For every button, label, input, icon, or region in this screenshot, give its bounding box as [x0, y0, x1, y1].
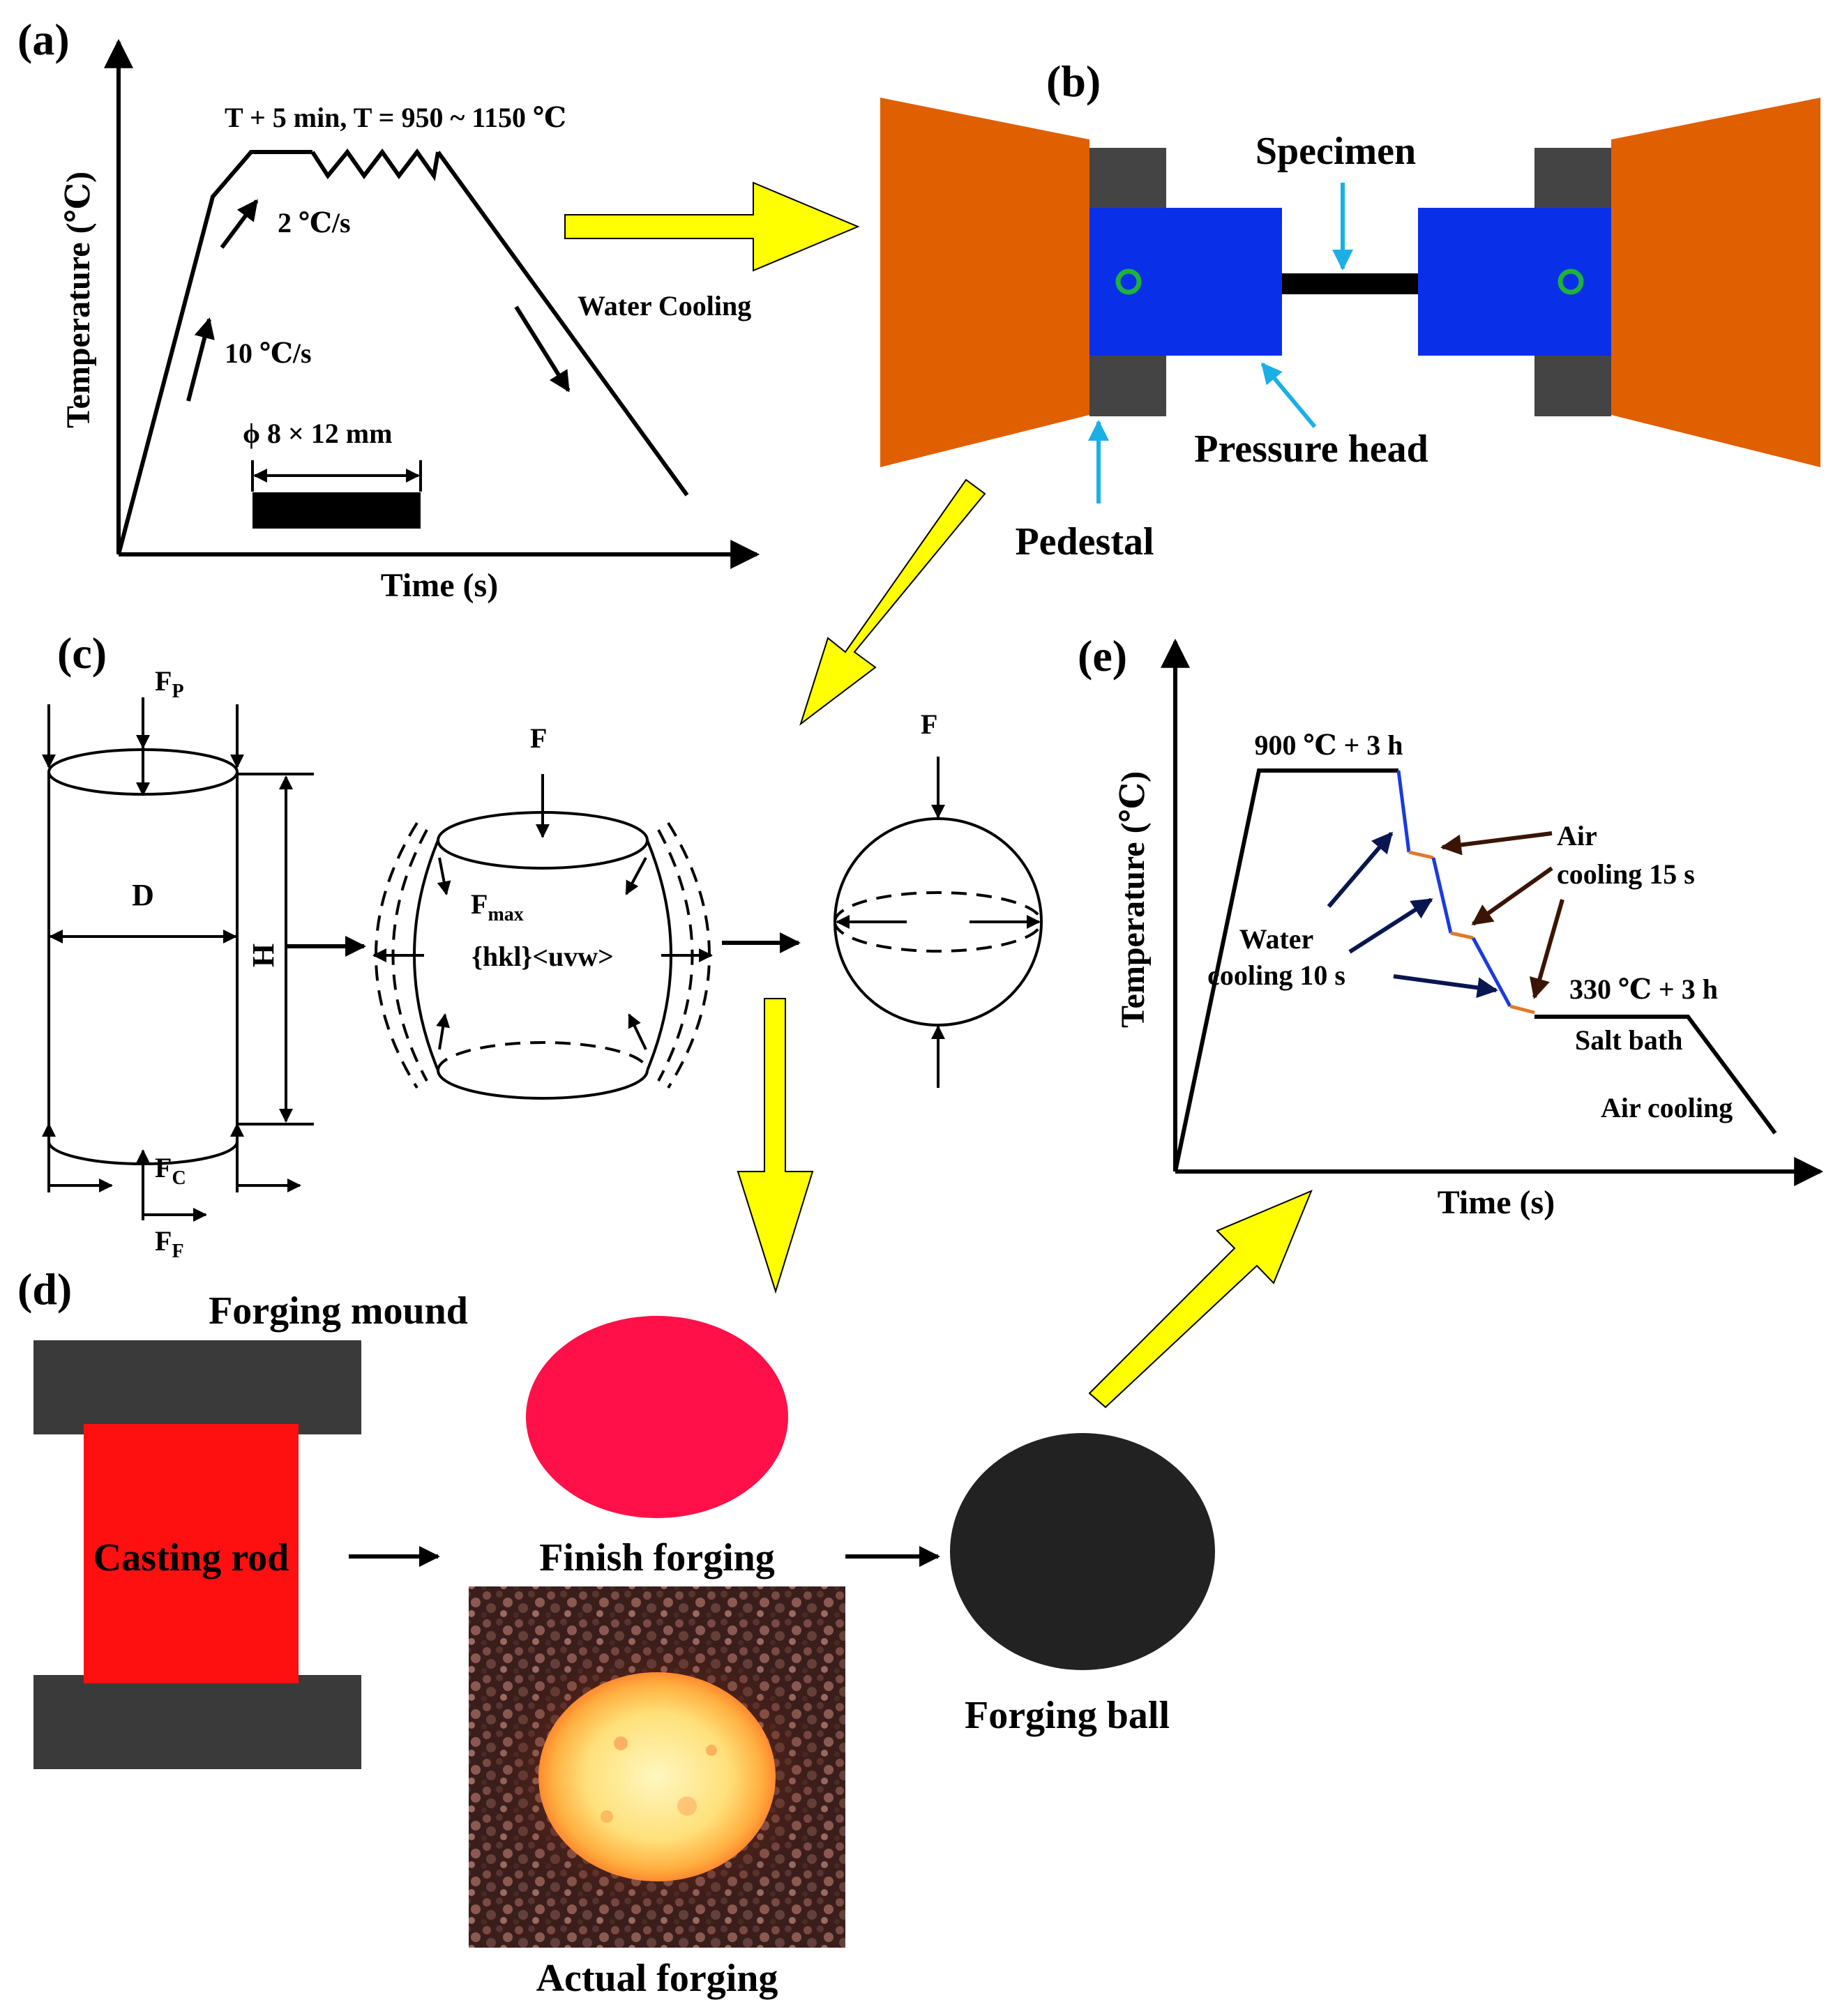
- panel-a: (a) Temperature (℃) Time (s) T + 5 min, …: [17, 15, 760, 604]
- e-air-arrow-3: [1529, 899, 1564, 999]
- e-austenitize: 900 ℃ + 3 h: [1255, 729, 1403, 761]
- a-rate1: 10 ℃/s: [225, 338, 312, 369]
- flow-arrow-a-b: [564, 181, 860, 272]
- panel-b: (b) Specimen Pressure head Pedestal: [880, 56, 1820, 563]
- a-cooling-arrow: [514, 305, 571, 393]
- e-air-step-1: [1408, 850, 1434, 860]
- a-rate1-arrow: [186, 317, 215, 402]
- b-anvil-right: [1611, 98, 1820, 467]
- panel-label-d: (d): [17, 1264, 72, 1314]
- panel-c: (c) FP D H FC FF: [42, 628, 1043, 1262]
- flow-arrow-b-c: [799, 478, 986, 726]
- panel-label-e: (e): [1078, 631, 1127, 681]
- b-anvil-left: [880, 98, 1089, 467]
- d-finish-forging-label: Finish forging: [539, 1536, 775, 1579]
- e-air-step-2: [1450, 931, 1474, 940]
- e-heat-and-hold: [1173, 768, 1398, 1172]
- c-fmax: Fmax: [471, 888, 524, 925]
- c-barrel-bottom-back: [437, 1041, 649, 1071]
- flow-arrow-c-d: [737, 998, 814, 1294]
- d-forging-ball-label: Forging ball: [965, 1694, 1170, 1737]
- c-d-label: D: [132, 878, 154, 912]
- e-air-step-3: [1509, 1004, 1535, 1015]
- e-water-arrow-1: [1327, 831, 1394, 908]
- b-pressure-head-pointer: [1260, 362, 1317, 428]
- a-cooling-curve: [436, 151, 689, 497]
- c-barrel-inner-tl: [437, 857, 451, 895]
- panel-label-c: (c): [57, 628, 107, 678]
- e-air-arrow-1: [1440, 831, 1553, 856]
- b-specimen: [1282, 273, 1418, 294]
- a-heating-curve: [116, 150, 312, 555]
- a-specimen-size: ϕ 8 × 12 mm: [243, 418, 392, 449]
- panel-label-a: (a): [17, 15, 70, 64]
- b-specimen-label: Specimen: [1255, 130, 1416, 173]
- c-barrel-inner-bl: [436, 1013, 451, 1050]
- e-water-step-3: [1471, 937, 1512, 1008]
- e-ylabel: Temperature (℃): [1115, 771, 1152, 1028]
- a-rate2: 2 ℃/s: [278, 207, 351, 238]
- c-barrel-bottom-front: [437, 1070, 649, 1100]
- b-ring-right: [1557, 268, 1584, 295]
- a-hold-label: T + 5 min, T = 950 ~ 1150 ℃: [225, 102, 566, 133]
- b-pedestal-label: Pedestal: [1015, 520, 1154, 563]
- d-mound-bottom: [33, 1675, 361, 1769]
- a-ylabel: Temperature (℃): [60, 172, 97, 428]
- a-xlabel: Time (s): [381, 567, 498, 604]
- e-water-cooling-2: cooling 10 s: [1207, 960, 1345, 991]
- e-water-cooling-1: Water: [1239, 923, 1314, 955]
- flow-arrow-d-e: [1088, 1190, 1313, 1409]
- a-specimen-bar: [252, 492, 421, 529]
- e-water-arrow-3: [1393, 974, 1498, 999]
- e-water-step-1: [1396, 770, 1411, 853]
- c-f1: F: [530, 722, 547, 754]
- c-fp: FP: [155, 665, 184, 702]
- c-fc: FC: [155, 1152, 186, 1189]
- e-air-cooling-2: cooling 15 s: [1557, 858, 1695, 890]
- panel-label-b: (b): [1046, 56, 1101, 106]
- d-actual-forging-label: Actual forging: [536, 1957, 778, 2000]
- e-salt-temp: 330 ℃ + 3 h: [1569, 973, 1718, 1005]
- e-salt-bath: Salt bath: [1575, 1024, 1683, 1056]
- e-water-arrow-2: [1348, 897, 1433, 954]
- e-air-arrow-2: [1471, 866, 1553, 926]
- d-casting-rod-label: Casting rod: [93, 1536, 289, 1579]
- c-h-label: H: [246, 943, 280, 967]
- d-finish-forging: [526, 1316, 788, 1518]
- b-pressure-head-left: [1089, 208, 1282, 356]
- d-casting-rod: [84, 1424, 299, 1683]
- a-zigzag-hold: [310, 148, 440, 181]
- b-ring-left: [1115, 268, 1142, 295]
- d-forging-mound: Forging mound: [209, 1289, 468, 1333]
- e-water-step-2: [1431, 857, 1453, 934]
- d-actual-forging-photo: [469, 1586, 845, 1948]
- e-air-cooling-end: Air cooling: [1601, 1092, 1733, 1123]
- c-sphere-equator-back: [833, 891, 1043, 923]
- e-salt-and-air-cool: [1534, 1015, 1777, 1135]
- c-f2: F: [921, 708, 937, 740]
- c-texture: {hkl}<uvw>: [472, 941, 614, 972]
- panel-d: (d) Forging mound Casting rod Finish for…: [17, 1264, 1215, 2000]
- b-pressure-head-label: Pressure head: [1194, 427, 1428, 471]
- d-mound-top: [33, 1340, 361, 1434]
- a-rate2-arrow: [220, 199, 259, 249]
- c-ff: FF: [155, 1225, 184, 1262]
- e-air-cooling-1: Air: [1557, 820, 1597, 851]
- c-barrel-inner-br: [628, 1013, 647, 1050]
- d-forging-ball: [950, 1433, 1215, 1670]
- panel-e: (e) Temperature (℃) Time (s) 900 ℃ + 3 h…: [1078, 631, 1824, 1221]
- c-sphere-equator-front: [833, 921, 1043, 953]
- a-cooling: Water Cooling: [578, 290, 751, 321]
- c-barrel-inner-tr: [625, 857, 647, 895]
- e-xlabel: Time (s): [1438, 1184, 1555, 1221]
